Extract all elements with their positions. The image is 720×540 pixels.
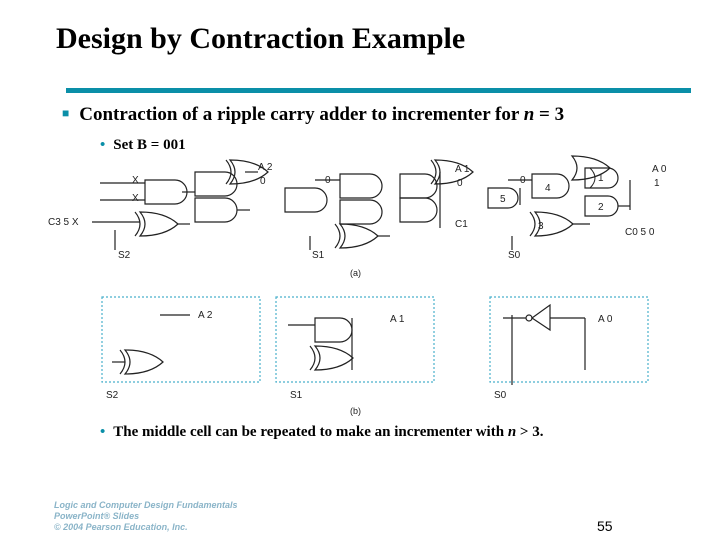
label-s1-a: S1 <box>312 250 325 261</box>
label-n1: 1 <box>598 173 604 184</box>
cell-2-panel <box>101 296 261 383</box>
label-b-a2: A 2 <box>198 310 213 321</box>
slide-title: Design by Contraction Example <box>56 22 466 55</box>
label-b-a1: A 1 <box>390 314 405 325</box>
sub-bullet-set-b-text: Set B = 001 <box>113 137 186 153</box>
label-b-a0: A 0 <box>598 314 613 325</box>
label-s0-a: S0 <box>508 250 521 261</box>
and-gate-icon <box>399 173 438 199</box>
label-a2: A 2 <box>258 162 273 173</box>
page-number: 55 <box>597 518 613 534</box>
sub-bullet-set-b: • Set B = 001 <box>100 137 186 154</box>
and-gate-icon <box>399 197 438 223</box>
label-c3: C3 5 X <box>48 217 79 228</box>
label-a0: A 0 <box>652 164 667 175</box>
main-bullet: ■ Contraction of a ripple carry adder to … <box>62 104 564 126</box>
and-gate-icon <box>314 317 353 343</box>
label-zero-right: 0 <box>520 175 526 186</box>
sub-bullet-middle-cell-var: n <box>507 424 517 440</box>
and-gate-icon <box>339 173 383 199</box>
and-gate-icon <box>194 197 238 223</box>
xor-gate-icon <box>570 155 611 181</box>
and-gate-icon <box>194 171 238 197</box>
label-x-mid: X <box>132 193 139 204</box>
main-bullet-prefix: Contraction of a ripple carry adder to i… <box>79 104 524 125</box>
xor-gate-icon <box>138 211 179 237</box>
label-one-a0: 1 <box>654 178 660 189</box>
sub-bullet-middle-cell-prefix: The middle cell can be repeated to make … <box>113 424 508 440</box>
xor-gate-icon <box>338 223 379 249</box>
label-x-top: X <box>132 175 139 186</box>
inverter-icon <box>530 303 551 332</box>
and-gate-icon <box>531 173 570 199</box>
and-gate-icon <box>487 187 519 209</box>
and-gate-icon <box>284 187 328 213</box>
and-gate-icon <box>144 179 188 205</box>
xor-gate-icon <box>123 349 164 375</box>
cell-1-panel <box>275 296 435 383</box>
sub-bullet-middle-cell-suffix: > 3. <box>516 424 544 440</box>
title-divider <box>66 88 691 93</box>
label-c0: C0 5 0 <box>625 227 655 238</box>
label-b-s1: S1 <box>290 390 303 401</box>
label-a1: A 1 <box>455 164 470 175</box>
label-b-s0: S0 <box>494 390 507 401</box>
square-bullet-icon: ■ <box>62 106 70 120</box>
round-bullet-icon: • <box>100 137 106 153</box>
cell-0-panel <box>489 296 649 383</box>
label-zero-mid: 0 <box>325 175 331 186</box>
label-a1-zero: 0 <box>457 178 463 189</box>
xor-gate-icon <box>228 159 269 185</box>
sub-bullet-middle-cell: • The middle cell can be repeated to make… <box>100 424 543 441</box>
round-bullet-icon: • <box>100 424 106 440</box>
main-bullet-suffix: = 3 <box>534 104 565 125</box>
publisher-footer: Logic and Computer Design Fundamentals P… <box>54 500 238 533</box>
caption-b: (b) <box>350 406 361 416</box>
label-n4: 4 <box>545 183 551 194</box>
label-c1: C1 <box>455 219 468 230</box>
footer-line: PowerPoint® Slides <box>54 511 140 521</box>
label-n3: 3 <box>538 221 544 232</box>
xor-gate-icon <box>313 345 354 371</box>
label-n2: 2 <box>598 202 604 213</box>
label-b-s2: S2 <box>106 390 119 401</box>
label-a2-zero: 0 <box>260 176 266 187</box>
caption-a: (a) <box>350 268 361 278</box>
footer-line: © 2004 Pearson Education, Inc. <box>54 522 188 532</box>
and-gate-icon <box>584 195 619 217</box>
xor-gate-icon <box>533 211 574 237</box>
label-n5: 5 <box>500 194 506 205</box>
footer-line: Logic and Computer Design Fundamentals <box>54 500 238 510</box>
and-gate-icon <box>339 199 383 225</box>
label-s2-a: S2 <box>118 250 131 261</box>
main-bullet-var: n <box>523 104 535 125</box>
